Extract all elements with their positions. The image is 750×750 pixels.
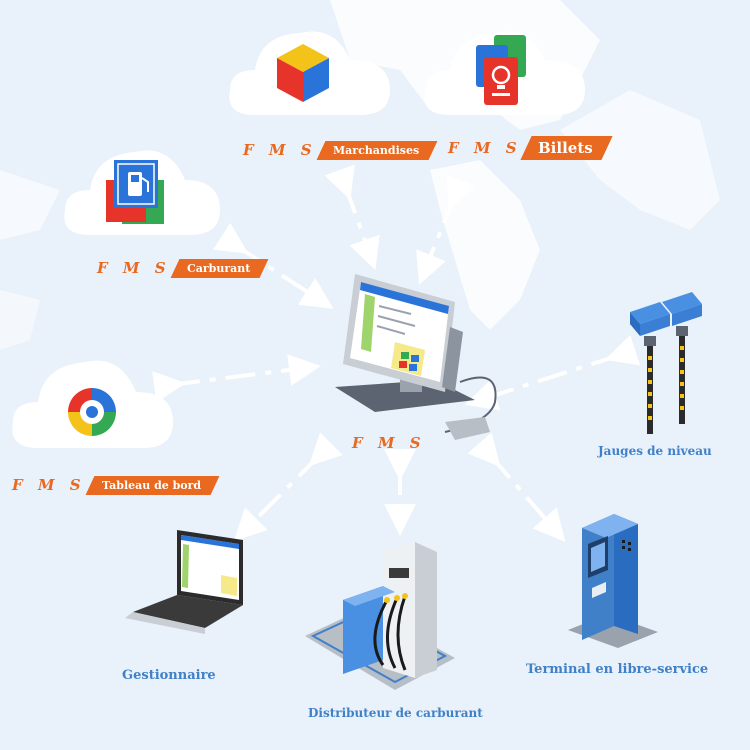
fuel-tag[interactable]: Carburant — [170, 258, 269, 278]
arrow-manager — [233, 432, 343, 542]
manager-label: Gestionnaire — [122, 668, 216, 683]
dashboard-icon — [68, 388, 116, 436]
laptop-icon — [125, 530, 243, 634]
arrow-tickets — [416, 174, 476, 285]
dashboard-cloud — [8, 340, 178, 460]
fuel-cloud — [60, 130, 225, 245]
cube-icon — [277, 44, 329, 102]
kiosk-icon — [568, 514, 658, 648]
merchandise-tag[interactable]: Marchandises — [316, 140, 438, 160]
lottery-ticket-icon — [476, 35, 526, 105]
arrow-merchandise — [324, 164, 380, 271]
dashboard-fms-row: F M S Tableau de bord — [12, 473, 220, 497]
fuel-fms-row: F M S Carburant — [97, 256, 269, 280]
arrow-fuel — [212, 222, 334, 309]
center-fms-label: F M S — [352, 434, 426, 452]
fuel-dispenser-label: Distributeur de carburant — [308, 706, 483, 720]
fuel-pump-icon — [106, 160, 164, 224]
fms-prefix: F M S — [97, 259, 171, 277]
arrow-gauges — [464, 334, 641, 411]
fms-prefix: F M S — [243, 141, 317, 159]
arrow-kiosk — [467, 432, 566, 543]
merchandise-fms-row: F M S Marchandises — [243, 138, 438, 162]
merchandise-cloud — [225, 15, 395, 125]
fms-prefix: F M S — [12, 476, 86, 494]
arrow-dashboard — [152, 354, 321, 403]
tank-gauge-icon — [630, 292, 702, 434]
tickets-cloud — [420, 15, 590, 125]
dashboard-tag[interactable]: Tableau de bord — [85, 475, 220, 495]
tickets-fms-row: F M S Billets — [448, 136, 612, 160]
tank-gauges-label: Jauges de niveau — [598, 444, 712, 458]
fms-prefix: F M S — [448, 139, 522, 157]
fuel-dispenser-icon — [305, 542, 455, 690]
kiosk-label: Terminal en libre-service — [526, 662, 709, 677]
pos-terminal[interactable] — [315, 272, 505, 452]
tickets-tag[interactable]: Billets — [519, 136, 612, 160]
